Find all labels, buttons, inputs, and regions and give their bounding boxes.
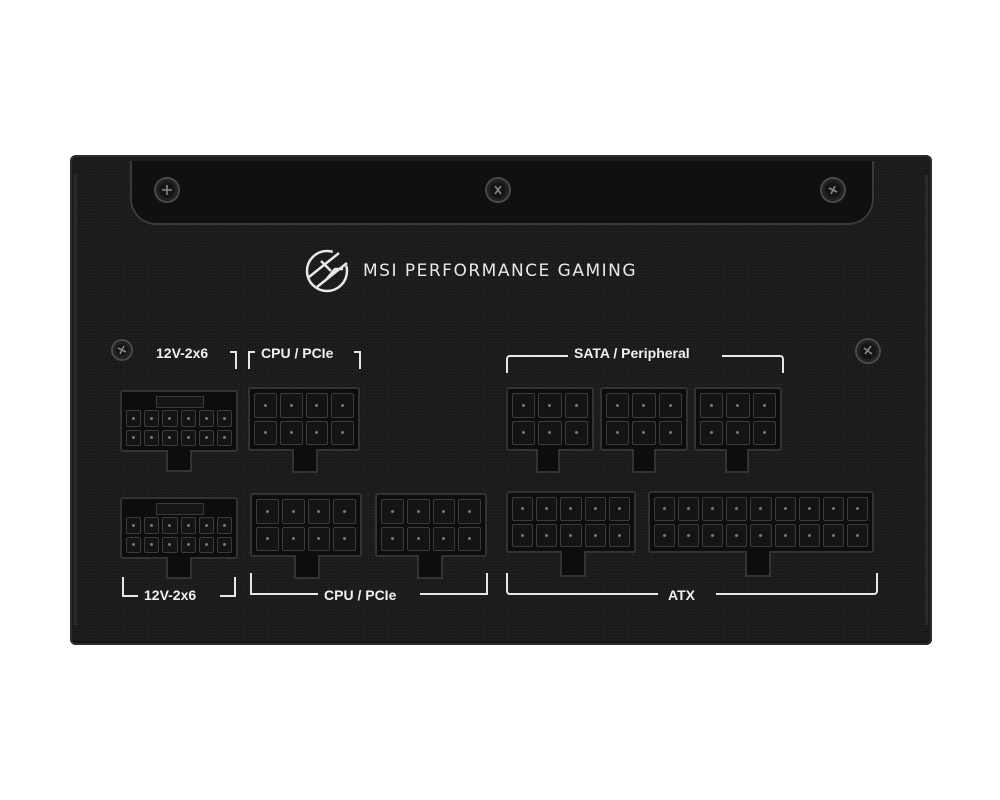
- connector-latch: [294, 555, 320, 579]
- screw-icon: [156, 179, 178, 201]
- label-atx: ATX: [668, 587, 695, 603]
- brand-text: MSI PERFORMANCE GAMING: [363, 261, 638, 281]
- bracket: [506, 355, 568, 373]
- brand-logo: MSI PERFORMANCE GAMING: [303, 247, 637, 295]
- bracket: [248, 351, 255, 369]
- label-12v-2x6-bottom: 12V-2x6: [144, 587, 197, 603]
- screw-icon: [113, 341, 131, 359]
- connector-sata-2[interactable]: [600, 387, 688, 451]
- sense-pins: [156, 396, 204, 408]
- screw-icon: [822, 179, 844, 201]
- bracket: [122, 577, 138, 597]
- screw-icon: [857, 340, 879, 362]
- bracket: [716, 573, 878, 595]
- connector-latch: [536, 449, 560, 473]
- connector-cpu-pcie-bottom-2[interactable]: [375, 493, 487, 557]
- bracket: [230, 351, 237, 369]
- connector-latch: [725, 449, 749, 473]
- msi-performance-gaming-logo-icon: [305, 249, 349, 293]
- connector-latch: [417, 555, 443, 579]
- connector-latch: [166, 450, 192, 472]
- label-sata-peripheral: SATA / Peripheral: [574, 345, 690, 361]
- bracket: [420, 573, 488, 595]
- chassis-edge-left: [74, 175, 77, 625]
- label-12v-2x6-top: 12V-2x6: [156, 345, 209, 361]
- connector-cpu-pcie-top[interactable]: [248, 387, 360, 451]
- connector-atx-18pin[interactable]: [648, 491, 874, 553]
- connector-12v-2x6-bottom[interactable]: [120, 497, 238, 559]
- psu-rear-panel: MSI PERFORMANCE GAMING 12V-2x6 CPU / PCI…: [70, 155, 932, 645]
- bracket: [506, 573, 658, 595]
- screw-icon: [487, 179, 509, 201]
- bracket: [722, 355, 784, 373]
- connector-latch: [292, 449, 318, 473]
- bracket: [354, 351, 361, 369]
- connector-latch: [745, 551, 771, 577]
- label-cpu-pcie-top: CPU / PCIe: [261, 345, 334, 361]
- label-cpu-pcie-bottom: CPU / PCIe: [324, 587, 397, 603]
- connector-latch: [632, 449, 656, 473]
- connector-sata-1[interactable]: [506, 387, 594, 451]
- bracket: [220, 577, 236, 597]
- connector-latch: [560, 551, 586, 577]
- sense-pins: [156, 503, 204, 515]
- bracket: [250, 573, 318, 595]
- chassis-edge-right: [925, 175, 928, 625]
- connector-cpu-pcie-bottom-1[interactable]: [250, 493, 362, 557]
- connector-latch: [166, 557, 192, 579]
- connector-sata-3[interactable]: [694, 387, 782, 451]
- connector-atx-10pin[interactable]: [506, 491, 636, 553]
- connector-12v-2x6-top[interactable]: [120, 390, 238, 452]
